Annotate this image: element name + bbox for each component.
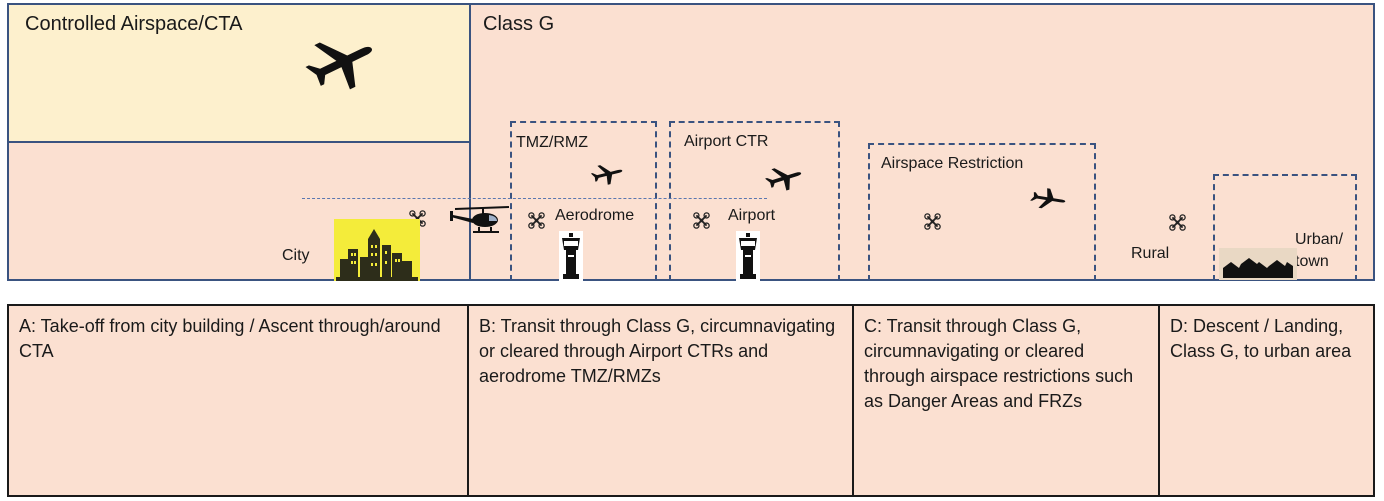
town-skyline-icon xyxy=(1219,248,1297,280)
urban-label-line1: Urban/ xyxy=(1295,231,1344,248)
tmz-rmz-zone xyxy=(510,121,657,281)
airport-ctr-label: Airport CTR xyxy=(684,133,769,150)
class-g-title: Class G xyxy=(483,13,555,35)
flight-path-line xyxy=(302,198,767,199)
phase-b-cell: B: Transit through Class G, circumnaviga… xyxy=(469,306,854,495)
phase-a-cell: A: Take-off from city building / Ascent … xyxy=(9,306,469,495)
city-label: City xyxy=(282,247,310,264)
airspace-restriction-zone xyxy=(868,143,1096,281)
urban-label-line2: town xyxy=(1295,253,1329,270)
control-tower-icon xyxy=(558,231,584,281)
tmz-rmz-label: TMZ/RMZ xyxy=(516,134,588,151)
city-buildings-icon xyxy=(334,219,420,281)
airliner-icon xyxy=(303,31,383,93)
aircraft-restriction-icon xyxy=(1029,187,1069,211)
cta-boundary-line xyxy=(469,5,471,279)
drone-icon xyxy=(693,212,710,229)
phase-d-cell: D: Descent / Landing, Class G, to urban … xyxy=(1170,316,1352,361)
phase-c-cell: C: Transit through Class G, circumnaviga… xyxy=(854,306,1160,495)
cta-title: Controlled Airspace/CTA xyxy=(25,13,243,35)
airport-label: Airport xyxy=(728,207,776,224)
small-aircraft-icon xyxy=(590,162,626,186)
helicopter-icon xyxy=(450,206,510,233)
aerodrome-label: Aerodrome xyxy=(555,207,635,224)
control-tower-icon xyxy=(735,231,761,281)
drone-icon xyxy=(924,213,941,230)
controlled-airspace-region xyxy=(9,5,471,143)
flight-phases-table: A: Take-off from city building / Ascent … xyxy=(7,304,1375,497)
drone-icon xyxy=(1169,214,1186,231)
airliner-ctr-icon xyxy=(764,164,806,192)
rural-label: Rural xyxy=(1131,245,1170,262)
urban-area-zone xyxy=(1213,174,1357,281)
airspace-diagram: Controlled Airspace/CTA Class G TMZ/RMZ … xyxy=(7,3,1375,281)
drone-icon xyxy=(528,212,545,229)
airspace-restriction-label: Airspace Restriction xyxy=(881,155,1024,172)
